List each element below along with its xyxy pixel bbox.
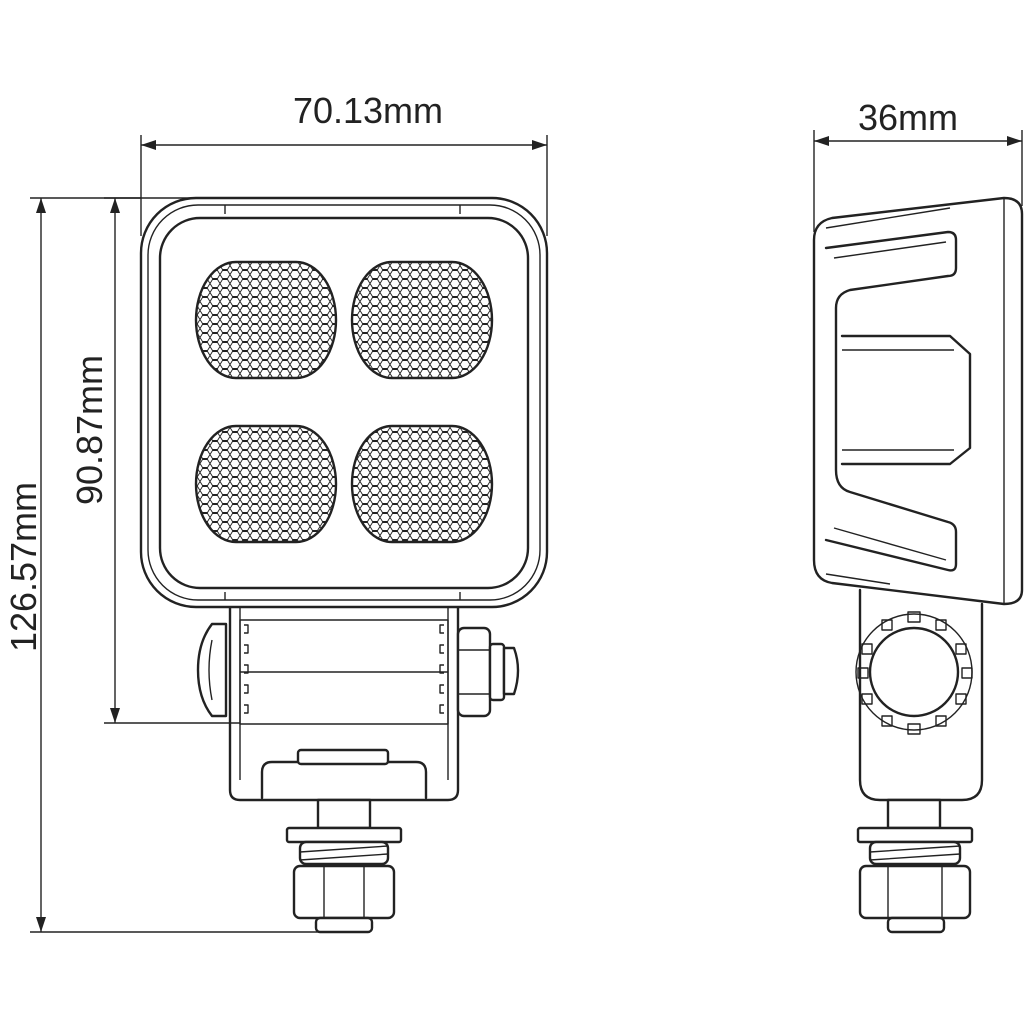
- dimension-body-height-label: 90.87mm: [69, 355, 110, 505]
- housing-bezel: [147, 204, 541, 601]
- lens-frame: [158, 216, 530, 590]
- stud-assembly-side: [856, 798, 974, 934]
- mounting-bracket-front: [196, 606, 520, 802]
- dimension-total-height: 126.57mm: [3, 197, 318, 933]
- housing-outer: [139, 196, 549, 609]
- led-pod-top-right: [350, 260, 494, 380]
- dimension-body-height: 90.87mm: [69, 197, 300, 724]
- led-pod-bottom-right: [350, 424, 494, 544]
- dimension-width: 70.13mm: [140, 90, 548, 236]
- side-view: [812, 196, 1024, 934]
- led-pod-bottom-left: [194, 424, 338, 544]
- front-view: [139, 196, 549, 934]
- dimension-depth-label: 36mm: [858, 97, 958, 138]
- dimension-depth: 36mm: [813, 97, 1023, 232]
- dimension-width-label: 70.13mm: [293, 90, 443, 131]
- dimension-total-height-label: 126.57mm: [3, 482, 44, 652]
- mounting-bracket-side: [855, 588, 984, 802]
- side-housing: [812, 196, 1024, 606]
- stud-assembly-front: [285, 798, 403, 934]
- led-pod-top-left: [194, 260, 338, 380]
